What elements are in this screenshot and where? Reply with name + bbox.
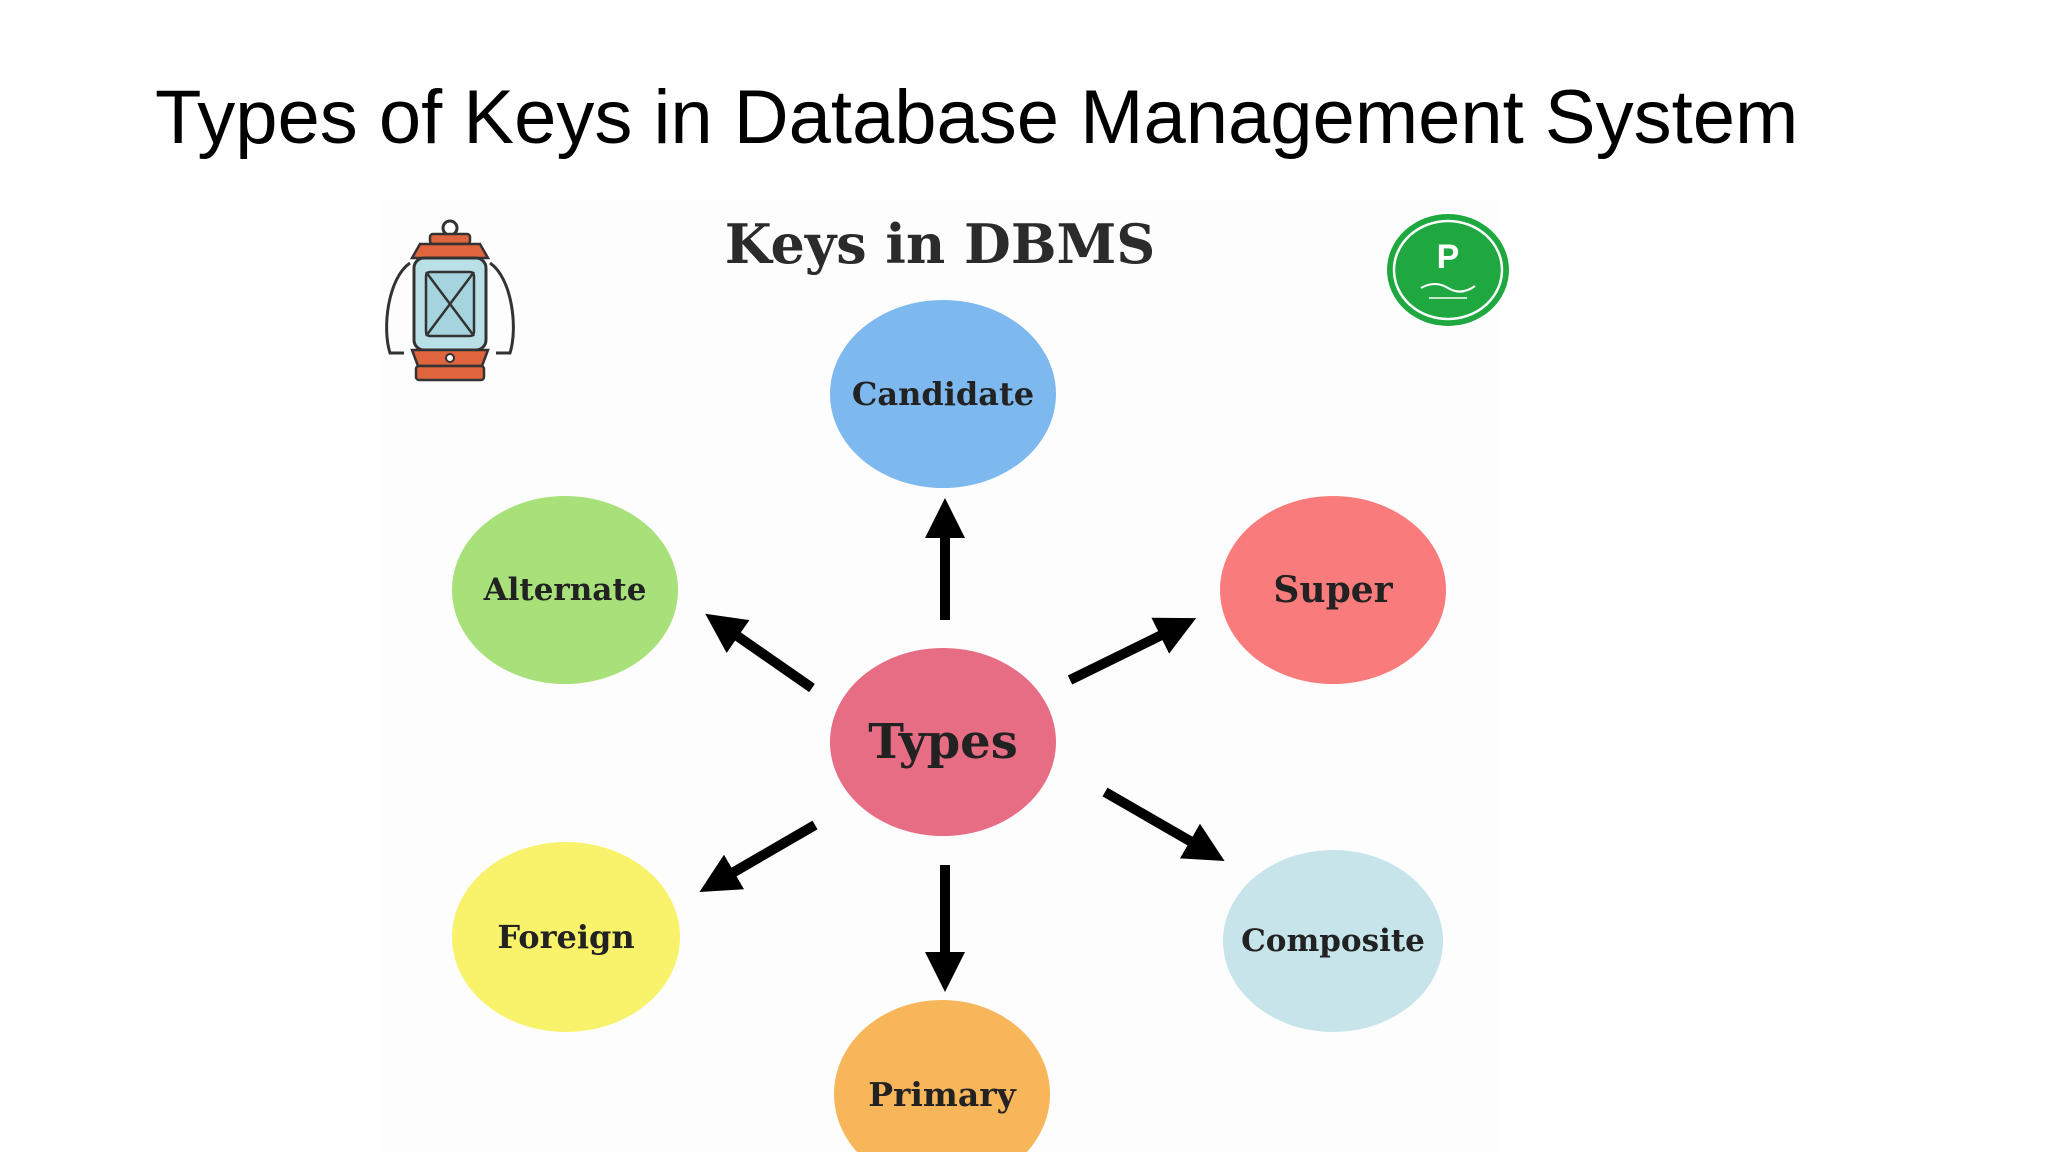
node-composite: Composite: [1223, 850, 1443, 1032]
lantern-icon: [385, 219, 515, 382]
node-alternate-label: Alternate: [483, 572, 647, 608]
node-alternate: Alternate: [452, 496, 678, 684]
keys-diagram: P Keys in DBMS Types Candidate: [380, 200, 1509, 1152]
node-primary: Primary: [834, 1000, 1050, 1152]
node-types-center: Types: [830, 648, 1056, 836]
diagram-title: Keys in DBMS: [724, 212, 1156, 276]
logo-letter: P: [1437, 238, 1460, 276]
node-types-label: Types: [868, 714, 1018, 770]
arrow-to-foreign: [699, 820, 818, 893]
prepinsta-logo-icon: P: [1387, 214, 1509, 326]
node-primary-label: Primary: [868, 1074, 1016, 1114]
arrows-layer: [699, 498, 1225, 992]
node-foreign: Foreign: [452, 842, 680, 1032]
node-candidate-label: Candidate: [851, 375, 1035, 413]
node-super: Super: [1220, 496, 1446, 684]
arrow-to-composite: [1102, 787, 1225, 861]
node-composite-label: Composite: [1241, 923, 1425, 959]
node-super-label: Super: [1273, 569, 1393, 611]
arrow-to-alternate: [705, 613, 815, 693]
arrow-to-super: [1067, 617, 1197, 685]
node-candidate: Candidate: [830, 300, 1056, 488]
slide-title: Types of Keys in Database Management Sys…: [155, 75, 1799, 160]
node-foreign-label: Foreign: [497, 918, 635, 956]
